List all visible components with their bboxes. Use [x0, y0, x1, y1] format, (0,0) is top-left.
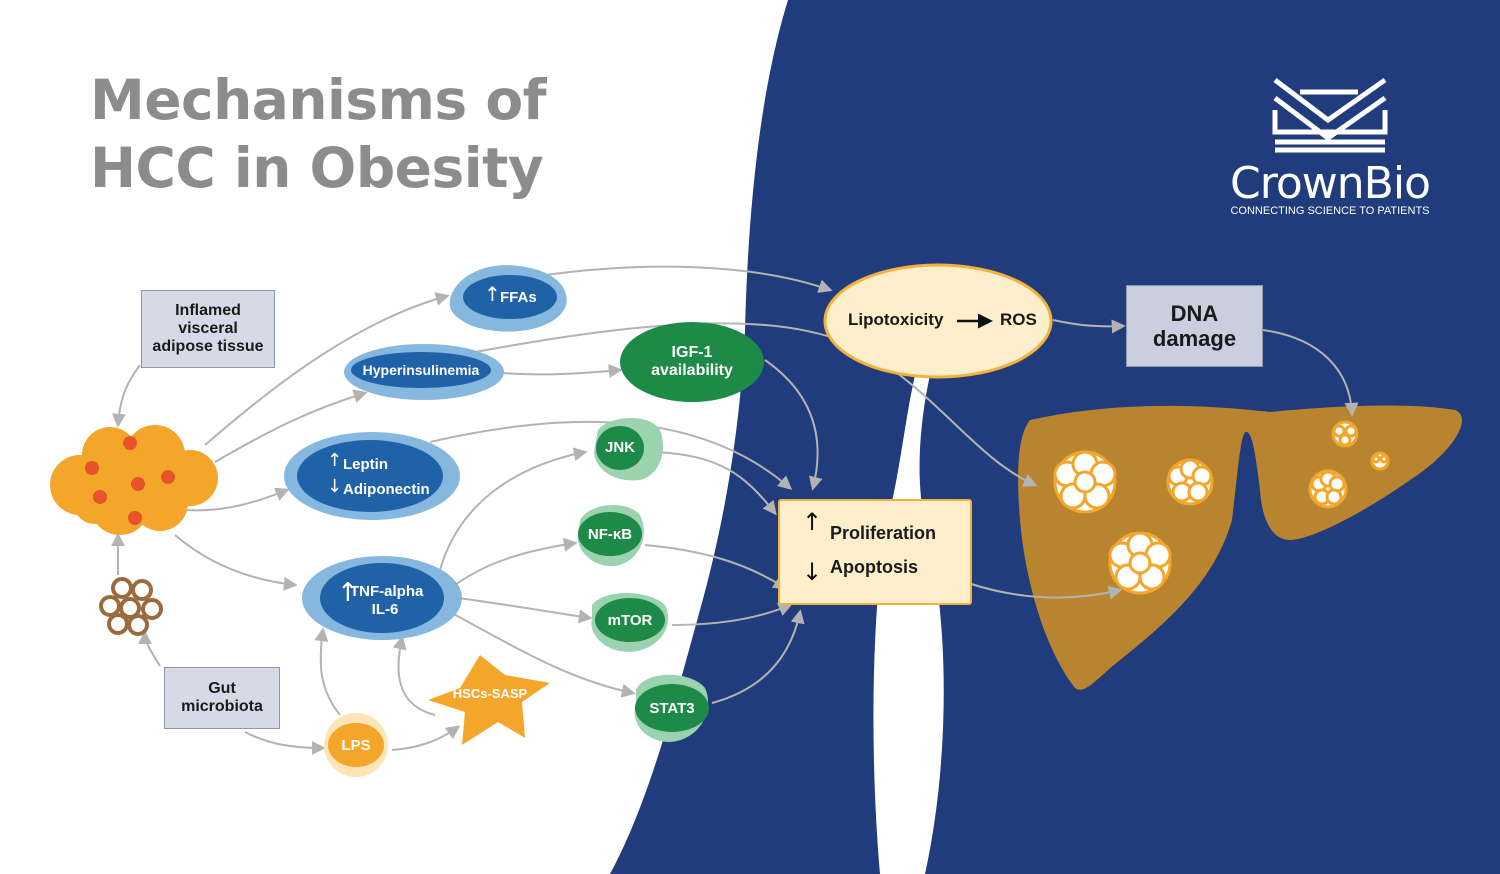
hyperinsulinemia-node [351, 352, 491, 388]
tumor-4 [1308, 469, 1348, 509]
arrow-igf1-to-outcome [764, 359, 823, 491]
crownbio-logo-mark [1272, 77, 1388, 153]
up-arrow-icon: ↑ [802, 508, 823, 536]
arrow-lps-to-tnf [314, 627, 341, 716]
leptin-up-arrow-icon: ↑ [327, 450, 343, 471]
dna-line-1: DNA [1170, 301, 1219, 326]
tumor-2 [1166, 458, 1214, 506]
arrow-jnk-to-outcome [654, 451, 777, 516]
tumor-nodules [1053, 420, 1390, 595]
dna-damage-box: DNA damage [1126, 285, 1263, 367]
arrow-tnf-to-mtor [457, 597, 593, 624]
nfkb-label: NF-κB [587, 526, 633, 543]
lps-label: LPS [341, 737, 371, 754]
arrow-microbiota-to-gut-cells [138, 630, 161, 667]
liver-shape [1018, 405, 1463, 690]
arrow-hyperinsulinemia-to-igf1 [501, 364, 623, 379]
lipotoxicity-label: Lipotoxicity [848, 310, 944, 329]
inflamed-adipose-box: Inflamed visceral adipose tissue [141, 290, 275, 368]
igf1-node [620, 322, 764, 402]
arrow-mtor-to-outcome [671, 603, 793, 626]
brand-name: CrownBio [1230, 158, 1431, 209]
title-line-1: Mechanisms of [90, 68, 547, 132]
arrow-hscs-to-tnf [392, 635, 436, 716]
lps-node [328, 723, 384, 767]
inflamed-line-2: visceral [178, 320, 238, 337]
mtor-label: mTOR [607, 612, 653, 629]
jnk-label: JNK [604, 439, 635, 456]
tumor-1 [1053, 450, 1117, 514]
arrow-adipose-to-ffas [204, 292, 450, 446]
arrow-lipotoxicity-to-dna [1052, 319, 1126, 334]
arrow-microbiota-to-lps [244, 731, 326, 755]
tnf-up-arrow-icon: ↑ [337, 578, 359, 608]
outcome-box [778, 499, 972, 605]
ffas-node [463, 275, 557, 319]
igf1-label-line-1: IGF-1 [671, 344, 713, 361]
arrow-dna-to-liver [1262, 329, 1359, 417]
leptin-node [297, 440, 443, 512]
dna-line-2: damage [1152, 326, 1237, 351]
down-arrow-icon: ↓ [802, 558, 823, 586]
tumor-5 [1331, 420, 1359, 448]
arrow-inflamed-to-adipose [111, 364, 141, 428]
mtor-node [595, 598, 665, 642]
inflamed-line-3: adipose tissue [152, 338, 264, 355]
arrow-stat3-to-outcome [711, 609, 805, 704]
arrow-adipose-to-tnf [174, 534, 298, 591]
arrow-ffas-to-lipotoxicity [544, 265, 833, 293]
hscs-star [428, 655, 550, 745]
stat3-node [635, 684, 709, 732]
lipotoxicity-node [823, 263, 1053, 379]
blue-nodes [284, 265, 567, 640]
tnf-label-line-2: IL-6 [371, 601, 399, 618]
stat3-label: STAT3 [649, 700, 695, 717]
jnk-node [596, 426, 644, 470]
tnf-label-line-1: TNF-alpha [350, 583, 424, 600]
pathway-arrows [111, 265, 1359, 755]
page-title: Mechanisms of HCC in Obesity [90, 66, 547, 202]
brand-tagline: CONNECTING SCIENCE TO PATIENTS [1230, 205, 1430, 217]
proliferation-label: Proliferation [830, 523, 937, 543]
tumor-6 [1370, 451, 1390, 471]
gut-line-1: Gut [208, 680, 236, 697]
igf1-label-line-2: availability [651, 362, 733, 379]
title-line-2: HCC in Obesity [90, 136, 544, 200]
adiponectin-label: Adiponectin [343, 481, 430, 498]
adiponectin-down-arrow-icon: ↓ [327, 476, 343, 497]
hscs-label: HSCs-SASP [452, 686, 528, 701]
arrow-nfkb-to-outcome [644, 544, 788, 590]
inflamed-line-1: Inflamed [175, 302, 241, 319]
hyperinsulinemia-label: Hyperinsulinemia [362, 362, 480, 378]
leptin-label: Leptin [343, 456, 388, 473]
apoptosis-label: Apoptosis [830, 557, 918, 577]
ros-label: ROS [1000, 310, 1037, 329]
arrow-outcome-to-liver [967, 582, 1123, 600]
nfkb-node [578, 512, 642, 556]
arrow-lps-to-hscs [391, 725, 461, 751]
gut-microbiota-cells [99, 577, 163, 636]
arrow-adipose-to-hyperinsulinemia [214, 389, 368, 463]
adipose-cluster [50, 425, 218, 535]
ffas-up-arrow-icon: ↑ [484, 282, 501, 306]
tumor-3 [1108, 531, 1172, 595]
arrow-tnf-to-jnk [439, 447, 588, 571]
tnf-node [320, 563, 444, 633]
gut-microbiota-box: Gut microbiota [164, 667, 280, 729]
arrow-tnf-to-stat3 [449, 611, 636, 698]
arrow-adipose-to-leptin [184, 487, 290, 512]
gut-line-2: microbiota [181, 698, 263, 715]
green-nodes [577, 322, 764, 742]
arrow-tnf-to-nfkb [454, 537, 578, 586]
ffas-label: FFAs [500, 289, 537, 306]
